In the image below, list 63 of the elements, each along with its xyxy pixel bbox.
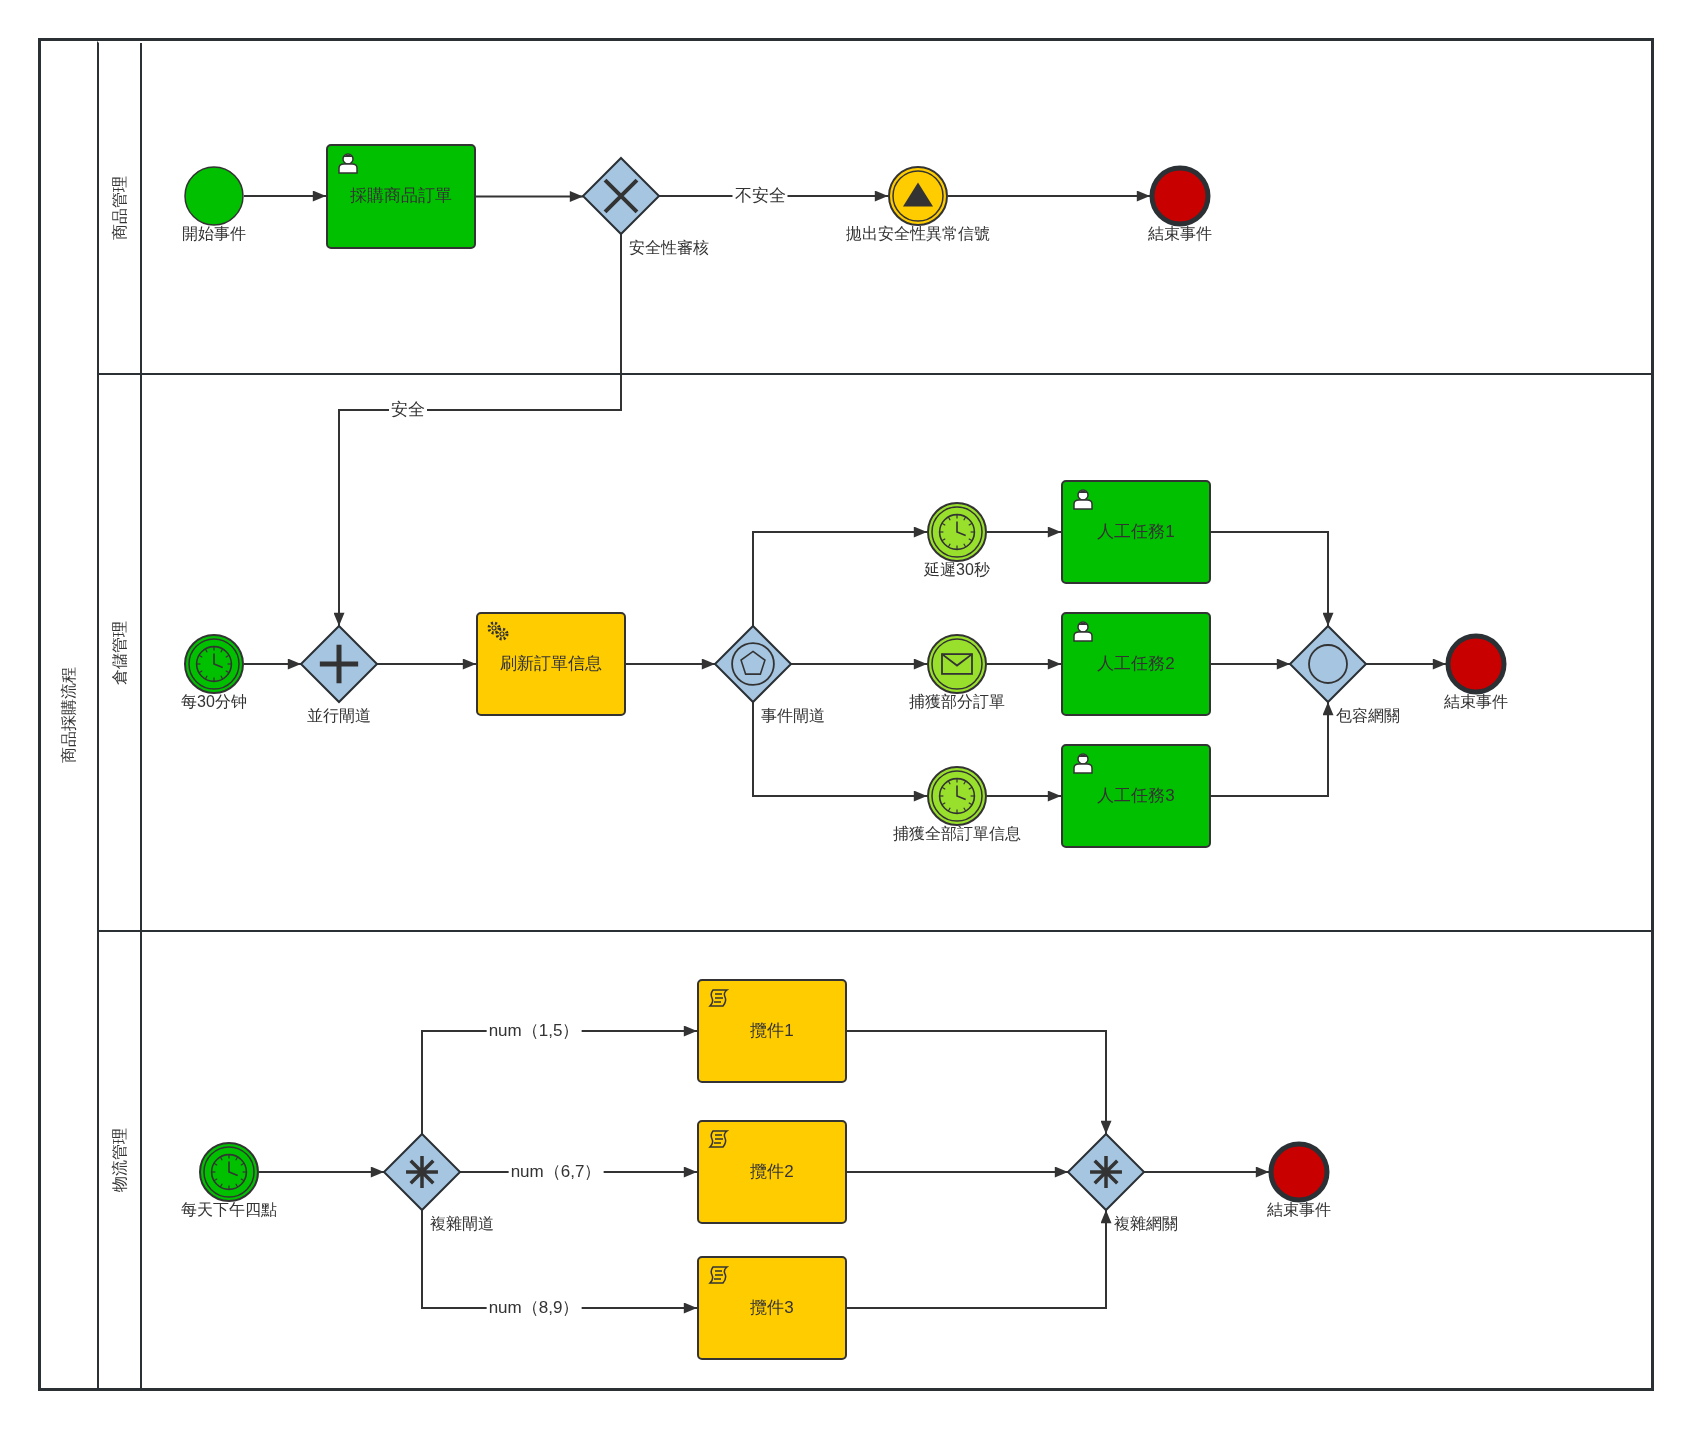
lane-title: 物流管理	[109, 1128, 129, 1192]
sequence-flow-arrow	[625, 658, 716, 670]
gateway-label: 安全性審核	[629, 238, 709, 258]
sequence-flow-arrow	[1143, 1166, 1270, 1178]
sequence-flow-arrow	[986, 790, 1062, 802]
task-label: 攬件2	[750, 1161, 794, 1183]
sequence-flow-arrow	[986, 658, 1062, 670]
sequence-flow-arrow	[475, 191, 584, 202]
task-box	[1061, 612, 1211, 716]
sequence-flow-arrow	[947, 190, 1151, 202]
task-label: 攬件3	[750, 1297, 794, 1319]
task-label: 攬件1	[750, 1020, 794, 1042]
event-label: 捕獲部分訂單	[909, 692, 1005, 712]
sequence-flow-arrow	[1365, 658, 1447, 670]
task-label: 刷新訂單信息	[500, 653, 602, 675]
swimlane	[97, 930, 1652, 1388]
gateway-label: 包容網關	[1336, 706, 1400, 726]
gateway-label: 複雜網關	[1114, 1214, 1178, 1234]
task-label: 人工任務2	[1097, 653, 1175, 675]
lane-title: 倉儲管理	[109, 620, 129, 685]
task-box	[697, 1120, 847, 1224]
sequence-flow-arrow	[1210, 658, 1291, 670]
sequence-flow-arrow	[376, 658, 477, 670]
event-label: 拋出安全性異常信號	[846, 224, 990, 244]
swimlane	[97, 373, 1652, 930]
task-box	[697, 1256, 847, 1360]
task-label: 採購商品訂單	[350, 186, 452, 207]
gateway-label: 複雜閘道	[430, 1214, 494, 1234]
sequence-flow-arrow	[752, 701, 928, 802]
event-label: 開始事件	[182, 224, 246, 244]
event-label: 捕獲全部訂單信息	[893, 824, 1021, 844]
sequence-flow-arrow	[752, 526, 928, 627]
task-box	[476, 612, 626, 716]
edge-label: 安全	[389, 399, 427, 421]
sequence-flow-arrow	[846, 1166, 1069, 1178]
event-label: 結束事件	[1148, 224, 1212, 244]
gateway-label: 並行閘道	[307, 706, 371, 726]
task-box	[1061, 744, 1211, 848]
sequence-flow-arrow	[846, 1209, 1112, 1309]
edge-label: 不安全	[732, 185, 788, 207]
gateway-label: 事件閘道	[761, 706, 825, 726]
lane-title: 商品管理	[109, 176, 129, 240]
event-label: 每天下午四點	[181, 1200, 277, 1220]
sequence-flow-arrow	[1210, 531, 1334, 627]
sequence-flow-arrow	[243, 658, 302, 670]
event-label: 每30分钟	[181, 692, 247, 712]
sequence-flow-arrow	[790, 658, 928, 670]
sequence-flow-arrow	[243, 190, 327, 202]
sequence-flow-arrow	[333, 233, 622, 627]
event-label: 結束事件	[1267, 1200, 1331, 1220]
event-label: 延遲30秒	[924, 560, 990, 580]
sequence-flow-arrow	[986, 526, 1062, 538]
task-box	[697, 979, 847, 1083]
pool-title: 商品採購流程	[59, 666, 79, 763]
task-box	[1061, 480, 1211, 584]
sequence-flow-arrow	[846, 1030, 1112, 1135]
event-label: 結束事件	[1444, 692, 1508, 712]
sequence-flow-arrow	[258, 1166, 385, 1178]
task-box	[326, 144, 476, 249]
sequence-flow-arrow	[1210, 701, 1334, 797]
pool	[38, 38, 1654, 1391]
task-label: 人工任務1	[1097, 521, 1175, 543]
task-label: 人工任務3	[1097, 785, 1175, 807]
